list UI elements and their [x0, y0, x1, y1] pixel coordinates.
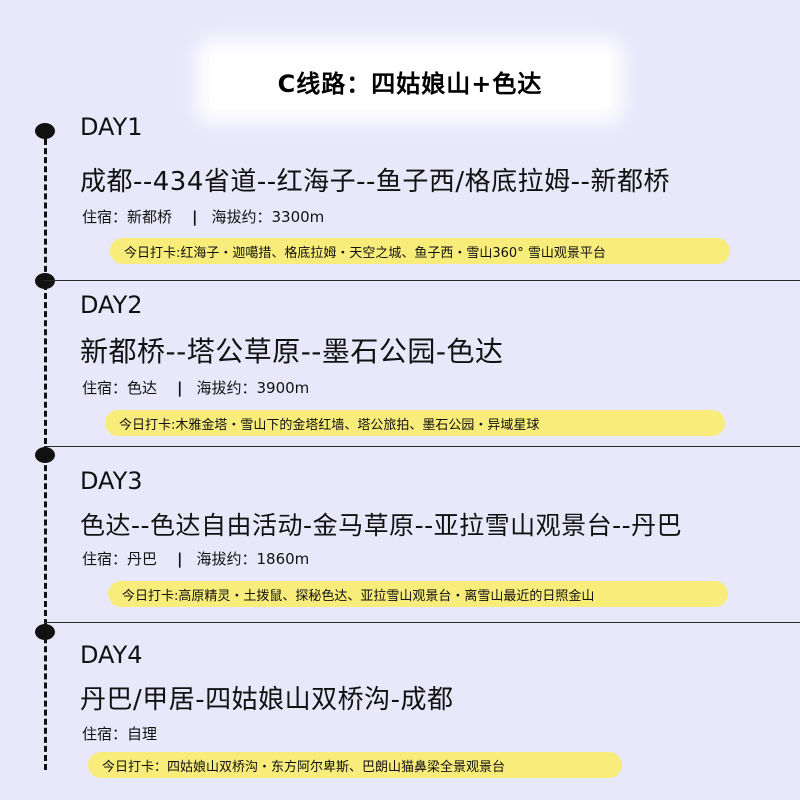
day2-altitude: 海拔约：3900m: [196, 379, 310, 397]
day1-route: 成都--434省道--红海子--鱼子西/格底拉姆--新都桥: [80, 167, 670, 197]
day2-label: DAY2: [80, 291, 143, 319]
day3-route: 色达--色达自由活动-金马草原--亚拉雪山观景台--丹巴: [80, 511, 683, 540]
day3-separator: |: [177, 550, 183, 568]
timeline-dot-day1: [35, 123, 55, 139]
day2-separator: |: [177, 379, 183, 397]
divider-day3-day4: [44, 622, 800, 623]
day1-separator: |: [192, 208, 198, 226]
divider-day1-day2: [44, 280, 800, 281]
day4-info: 住宿：自理: [82, 723, 157, 744]
day2-checkin-text: 今日打卡:木雅金塔・雪山下的金塔红墙、塔公旅拍、墨石公园・异域星球: [119, 417, 540, 433]
day4-route: 丹巴/甲居-四姑娘山双桥沟-成都: [80, 685, 454, 715]
title-banner: C线路：四姑娘山+色达: [210, 52, 610, 110]
day1-lodging: 住宿：新都桥: [82, 208, 173, 226]
day3-info: 住宿：丹巴 | 海拔约：1860m: [82, 548, 309, 569]
day1-checkin: 今日打卡:红海子・迦噶措、格底拉姆・天空之城、鱼子西・雪山360° 雪山观景平台: [110, 238, 730, 264]
day1-info: 住宿：新都桥 | 海拔约：3300m: [82, 206, 324, 227]
day3-checkin-text: 今日打卡:高原精灵・土拨鼠、探秘色达、亚拉雪山观景台・离雪山最近的日照金山: [122, 588, 595, 604]
day2-checkin: 今日打卡:木雅金塔・雪山下的金塔红墙、塔公旅拍、墨石公园・异域星球: [105, 410, 725, 436]
day4-label: DAY4: [80, 641, 143, 669]
day1-checkin-text: 今日打卡:红海子・迦噶措、格底拉姆・天空之城、鱼子西・雪山360° 雪山观景平台: [124, 245, 606, 261]
day3-lodging: 住宿：丹巴: [82, 550, 158, 568]
day4-checkin: 今日打卡：四姑娘山双桥沟・东方阿尔卑斯、巴朗山猫鼻梁全景观景台: [88, 752, 622, 778]
timeline-dot-day3: [35, 447, 55, 463]
day3-checkin: 今日打卡:高原精灵・土拨鼠、探秘色达、亚拉雪山观景台・离雪山最近的日照金山: [108, 581, 728, 607]
day1-label: DAY1: [80, 113, 143, 141]
day4-lodging: 住宿：自理: [82, 725, 158, 743]
divider-day2-day3: [44, 446, 800, 447]
page-title: C线路：四姑娘山+色达: [277, 69, 543, 98]
timeline-dot-day2: [35, 273, 55, 289]
day4-checkin-text: 今日打卡：四姑娘山双桥沟・东方阿尔卑斯、巴朗山猫鼻梁全景观景台: [102, 759, 506, 775]
day1-altitude: 海拔约：3300m: [211, 208, 325, 226]
day2-lodging: 住宿：色达: [82, 379, 158, 397]
day3-label: DAY3: [80, 467, 143, 495]
day2-route: 新都桥--塔公草原--墨石公园-色达: [80, 335, 504, 368]
day3-altitude: 海拔约：1860m: [196, 550, 310, 568]
timeline-dot-day4: [35, 624, 55, 640]
day2-info: 住宿：色达 | 海拔约：3900m: [82, 377, 309, 398]
